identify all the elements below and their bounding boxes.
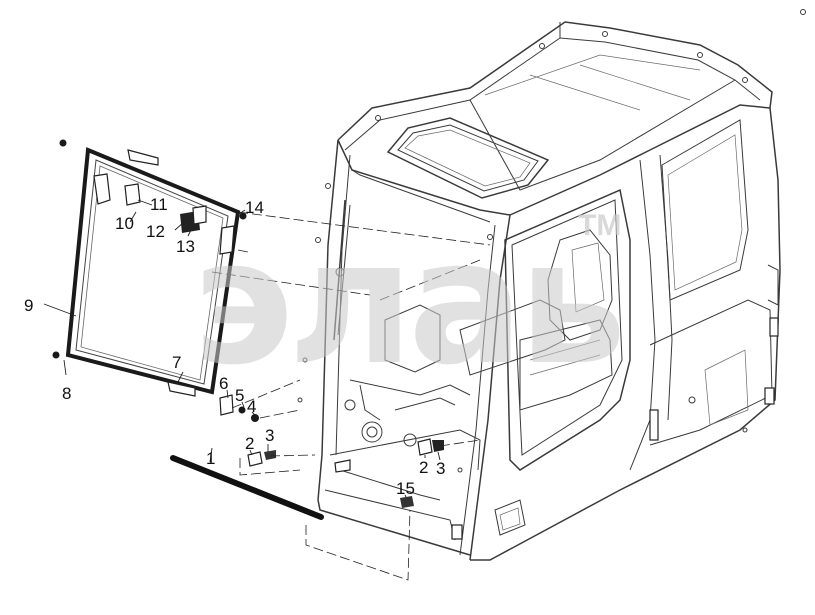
callout-labels: 1 2 3 2 3 4 5 6 7 8 9 10 11 12 13 14 15 (24, 195, 445, 498)
callout-1: 1 (206, 449, 215, 468)
callout-6: 6 (219, 374, 228, 393)
callout-2b: 2 (419, 458, 428, 477)
callout-15: 15 (396, 479, 415, 498)
callout-10: 10 (115, 214, 134, 233)
watermark-tm: TM (578, 209, 621, 242)
callout-12: 12 (146, 222, 165, 241)
floor-block (334, 459, 351, 473)
watermark-text: элаь (192, 202, 621, 403)
callout-9: 9 (24, 296, 33, 315)
callout-3a: 3 (265, 426, 274, 445)
watermark-logo: элаь TM (192, 202, 627, 403)
callout-3b: 3 (436, 459, 445, 478)
callout-8: 8 (62, 384, 71, 403)
callout-2a: 2 (245, 434, 254, 453)
seal-strip (170, 455, 324, 520)
callout-14: 14 (245, 198, 264, 217)
callout-11: 11 (150, 195, 168, 214)
callout-7: 7 (172, 353, 181, 372)
pad-part-15 (400, 496, 414, 508)
leader-lines (43, 199, 491, 581)
callout-4: 4 (247, 397, 256, 416)
callout-13: 13 (176, 237, 195, 256)
clip-parts-right (417, 438, 444, 456)
cab-assembly (297, 9, 806, 561)
clip-parts-left (247, 450, 276, 467)
callout-5: 5 (235, 386, 244, 405)
